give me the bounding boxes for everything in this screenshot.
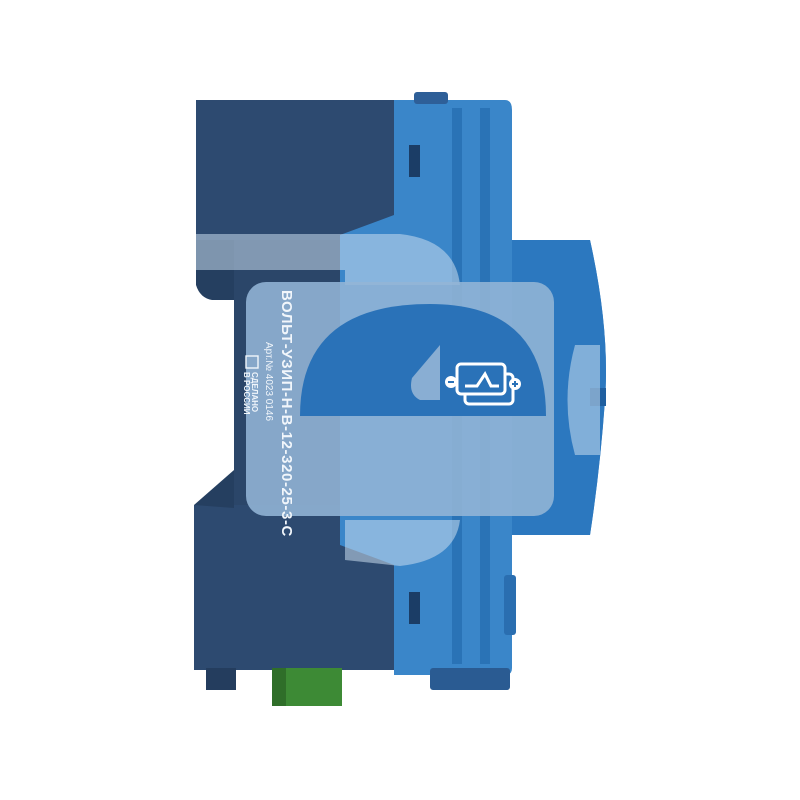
- model-name: ВОЛЬТ-УЗИП-Н-В-12-320-25-3-С: [278, 290, 295, 537]
- overlay-top-band: [196, 234, 460, 285]
- bottom-latch: [430, 668, 510, 690]
- article-number: Арт.№ 4023 0146: [263, 342, 274, 421]
- made-in-line1: СДЕЛАНО: [250, 372, 259, 412]
- made-in-russia-logo: [245, 355, 259, 369]
- light-overlay: [196, 234, 600, 566]
- bottom-slot: [409, 592, 420, 624]
- plus-sign-v: [514, 381, 516, 387]
- surge-protector-icon: [445, 362, 521, 406]
- top-slot: [409, 145, 420, 177]
- printed-label: ВОЛЬТ-УЗИП-Н-В-12-320-25-3-С Арт.№ 4023 …: [242, 290, 295, 537]
- minus-sign: [448, 381, 454, 383]
- speech-notch: [411, 345, 440, 400]
- made-in-line2: В РОССИИ: [242, 372, 251, 415]
- lower-side-tab: [504, 575, 516, 635]
- green-terminal-shade: [272, 668, 286, 706]
- dark-base-top: [196, 100, 394, 242]
- din-rail-clip: [206, 668, 236, 690]
- overlay-bottom-band: [345, 520, 460, 566]
- dark-base-lower-step: [194, 470, 234, 508]
- top-latch: [414, 92, 448, 104]
- icon-pulse: [465, 371, 499, 388]
- overlay-right-arc: [567, 345, 600, 455]
